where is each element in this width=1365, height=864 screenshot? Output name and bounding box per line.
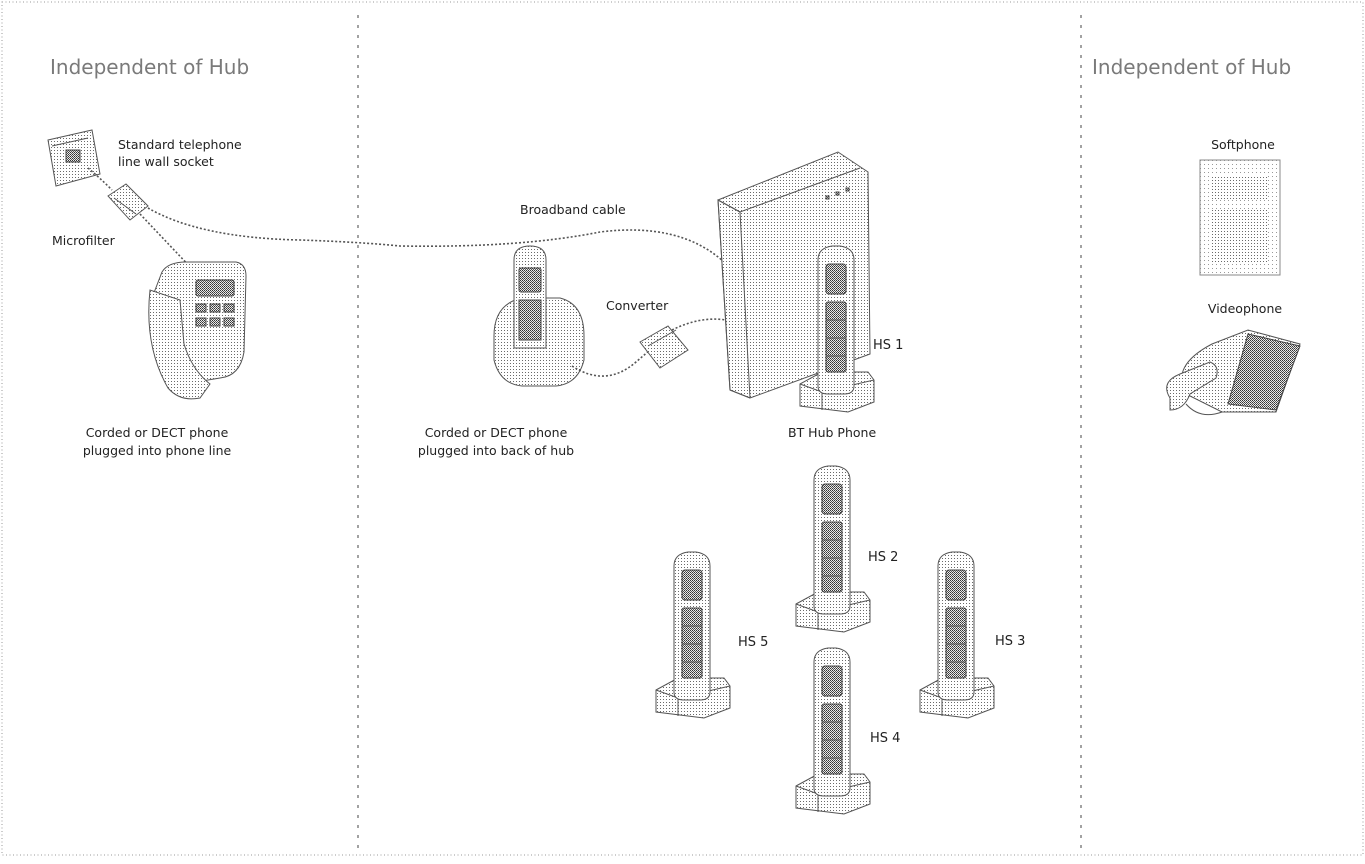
hs2-handset-icon (795, 465, 871, 633)
microfilter-to-phone-cable (139, 213, 213, 291)
middle-phone-label-line1: Corded or DECT phone (425, 425, 568, 440)
softphone-label: Softphone (1211, 137, 1275, 152)
left-section-title: Independent of Hub (50, 55, 249, 79)
left-phone-label-line2: plugged into phone line (83, 443, 232, 458)
hs5-handset-icon (655, 551, 731, 719)
corded-phone-icon (148, 261, 247, 400)
converter-to-hub-cable (671, 318, 727, 331)
hs4-handset-icon (795, 647, 871, 815)
wall-socket-label-line1: Standard telephone (118, 137, 242, 152)
videophone-icon (1166, 329, 1301, 416)
broadband-cable-label: Broadband cable (520, 202, 626, 217)
hs2-label: HS 2 (868, 550, 898, 565)
middle-phone-label-line2: plugged into back of hub (418, 443, 574, 458)
softphone-icon (1199, 159, 1281, 276)
dect-phone-icon (493, 245, 585, 387)
hs4-label: HS 4 (870, 731, 900, 746)
phone-to-converter-cable (571, 349, 651, 377)
microfilter-icon (107, 183, 149, 221)
hs3-label: HS 3 (995, 634, 1025, 649)
wall-socket-icon (47, 129, 101, 187)
wall-socket-label-line2: line wall socket (118, 154, 214, 169)
microfilter-label: Microfilter (52, 233, 116, 248)
socket-to-microfilter-cable (87, 167, 113, 191)
broadband-cable (147, 207, 725, 263)
videophone-label: Videophone (1208, 301, 1282, 316)
hs3-handset-icon (919, 551, 995, 719)
right-section-title: Independent of Hub (1092, 55, 1291, 79)
hs1-label: HS 1 (873, 338, 903, 353)
hub-phone-label: BT Hub Phone (788, 425, 876, 440)
converter-label: Converter (606, 298, 669, 313)
left-phone-label-line1: Corded or DECT phone (86, 425, 229, 440)
hs5-label: HS 5 (738, 635, 768, 650)
converter-icon (639, 325, 689, 369)
